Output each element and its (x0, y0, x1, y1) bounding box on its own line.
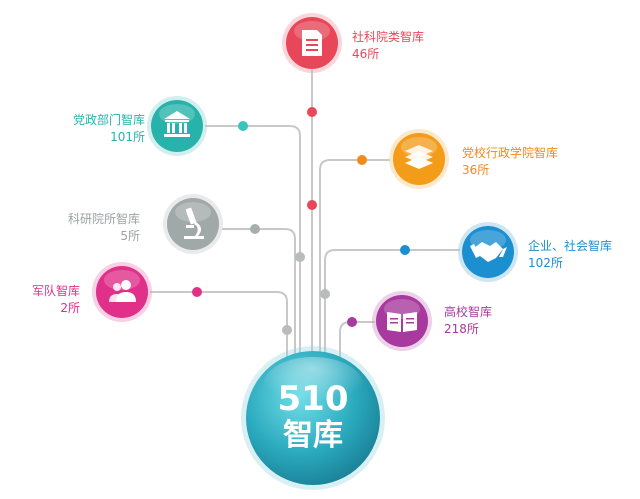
label-gaoxiao: 高校智库 218所 (444, 304, 492, 338)
label-shekeyuan-name: 社科院类智库 (352, 30, 425, 44)
connector-dots (192, 107, 410, 335)
dot-jundui-2 (282, 325, 292, 335)
node-gaoxiao (372, 291, 432, 351)
hub-circle (241, 346, 385, 490)
label-dangxiao: 党校行政学院智库 36所 (462, 145, 558, 179)
dot-jundui (192, 287, 202, 297)
label-jundui: 军队智库 2所 (10, 283, 80, 317)
label-jundui-name: 军队智库 (31, 284, 80, 298)
label-dangzheng: 党政部门智库 101所 (30, 112, 145, 146)
dot-shekeyuan-1 (307, 107, 317, 117)
label-qiye: 企业、社会智库 102所 (528, 238, 612, 272)
node-dangxiao (389, 129, 449, 189)
dot-qiye-2 (320, 289, 330, 299)
node-keyan (163, 194, 223, 254)
label-dangzheng-name: 党政部门智库 (72, 113, 145, 127)
label-keyan: 科研院所智库 5所 (30, 211, 140, 245)
dot-dangxiao (357, 155, 367, 165)
label-keyan-name: 科研院所智库 (67, 212, 140, 226)
connector-jundui (150, 291, 288, 370)
dot-gaoxiao (347, 317, 357, 327)
connector-dangxiao (319, 159, 390, 365)
label-dangxiao-name: 党校行政学院智库 (462, 146, 559, 160)
dot-qiye (400, 245, 410, 255)
connector-lines (150, 70, 460, 370)
label-qiye-count: 102所 (528, 256, 563, 270)
dot-shekeyuan-2 (307, 200, 317, 210)
connector-dangzheng (205, 125, 301, 365)
hub-name: 智库 (283, 418, 343, 453)
hub-number: 510 (277, 379, 349, 419)
label-jundui-count: 2所 (60, 301, 80, 315)
document-icon (302, 30, 322, 56)
connector-keyan (222, 228, 296, 365)
handshake-icon (470, 242, 507, 262)
node-qiye (458, 222, 518, 282)
microscope-icon (184, 207, 204, 239)
label-dangxiao-count: 36所 (462, 163, 490, 177)
government-building-icon (164, 111, 190, 137)
node-dangzheng (147, 96, 207, 156)
label-qiye-name: 企业、社会智库 (528, 239, 613, 253)
book-stack-icon (405, 145, 433, 169)
label-shekeyuan: 社科院类智库 46所 (352, 29, 424, 63)
label-shekeyuan-count: 46所 (352, 47, 380, 61)
hub-label: 510 智库 (238, 380, 388, 454)
dot-keyan-2 (295, 252, 305, 262)
people-icon (109, 280, 136, 302)
node-shekeyuan (282, 13, 342, 73)
connector-qiye (324, 249, 460, 365)
label-dangzheng-count: 101所 (110, 130, 145, 144)
label-gaoxiao-name: 高校智库 (444, 305, 493, 319)
dot-keyan (250, 224, 260, 234)
label-gaoxiao-count: 218所 (444, 322, 479, 336)
node-jundui (92, 262, 152, 322)
dot-dangzheng (238, 121, 248, 131)
label-keyan-count: 5所 (120, 229, 140, 243)
open-book-icon (387, 312, 417, 332)
